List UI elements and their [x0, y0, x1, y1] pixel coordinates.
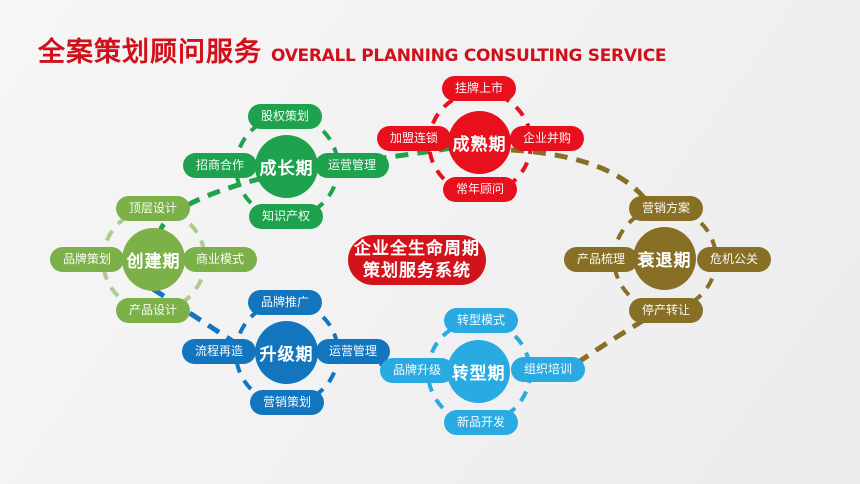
satellite-decline-bottom: 停产转让	[629, 298, 703, 323]
satellite-decline-top: 营销方案	[629, 196, 703, 221]
satellite-transformation-bottom: 新品开发	[444, 410, 518, 435]
page-title: 全案策划顾问服务 OVERALL PLANNING CONSULTING SER…	[38, 30, 666, 69]
stage-circle-growth: 成长期	[255, 135, 318, 198]
satellite-transformation-top: 转型模式	[444, 308, 518, 333]
center-badge-line2: 策划服务系统	[363, 261, 471, 281]
satellite-transformation-left: 品牌升级	[380, 358, 454, 383]
satellite-maturity-top: 挂牌上市	[442, 76, 516, 101]
satellite-maturity-bottom: 常年顾问	[443, 177, 517, 202]
satellite-upgrade-top: 品牌推广	[248, 290, 322, 315]
satellite-transformation-right: 组织培训	[511, 357, 585, 382]
satellite-creation-bottom: 产品设计	[116, 298, 190, 323]
satellite-growth-top: 股权策划	[248, 104, 322, 129]
satellite-upgrade-bottom: 营销策划	[250, 390, 324, 415]
satellite-decline-left: 产品梳理	[564, 247, 638, 272]
stage-circle-maturity: 成熟期	[448, 111, 511, 174]
satellite-growth-left: 招商合作	[183, 153, 257, 178]
center-badge-line1: 企业全生命周期	[354, 238, 480, 259]
title-chinese: 全案策划顾问服务	[38, 37, 262, 68]
connector-maturity-decline	[510, 147, 652, 206]
satellite-growth-bottom: 知识产权	[249, 204, 323, 229]
connector-decline-transformation	[578, 317, 646, 364]
satellite-creation-left: 品牌策划	[50, 247, 124, 272]
satellite-creation-top: 顶层设计	[116, 196, 190, 221]
satellite-maturity-right: 企业并购	[510, 126, 584, 151]
satellite-upgrade-left: 流程再造	[182, 339, 256, 364]
title-english: OVERALL PLANNING CONSULTING SERVICE	[271, 46, 667, 66]
connector-creation-upgrade	[151, 286, 245, 351]
satellite-decline-right: 危机公关	[697, 247, 771, 272]
satellite-upgrade-right: 运营管理	[316, 339, 390, 364]
satellite-creation-right: 商业模式	[183, 247, 257, 272]
stage-circle-upgrade: 升级期	[255, 321, 318, 384]
stage-circle-creation: 创建期	[122, 228, 185, 291]
satellite-growth-right: 运营管理	[315, 153, 389, 178]
center-badge: 企业全生命周期 策划服务系统	[348, 235, 486, 285]
satellite-maturity-left: 加盟连锁	[377, 126, 451, 151]
stage-circle-decline: 衰退期	[633, 227, 696, 290]
stage-circle-transformation: 转型期	[447, 340, 510, 403]
